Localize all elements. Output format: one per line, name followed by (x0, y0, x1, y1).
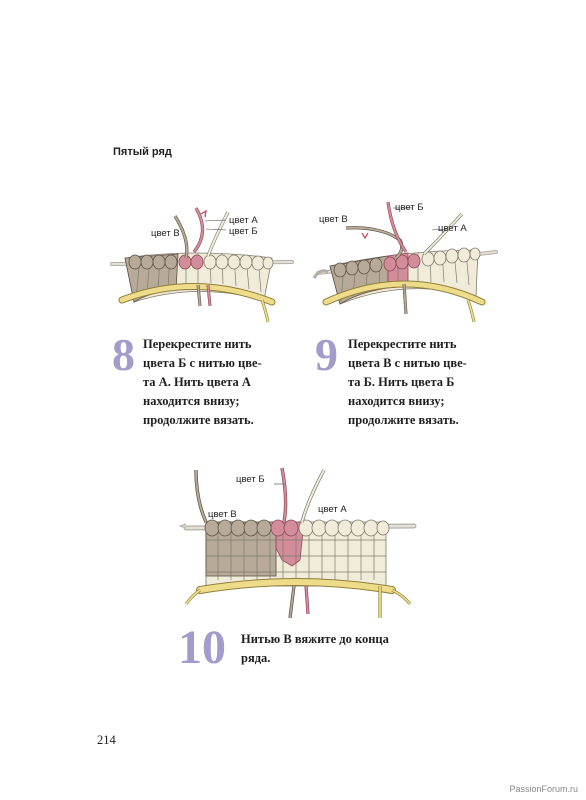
step-9-line: находится внизу; (348, 394, 445, 408)
step-9-line: та Б. Нить цвета Б (348, 375, 455, 389)
step-8-line: находится внизу; (143, 394, 240, 408)
page-number: 214 (97, 733, 116, 747)
section-title: Пятый ряд (113, 146, 172, 158)
label-color-b-8: цвет Б (229, 226, 258, 237)
step-number-9: 9 (315, 329, 338, 380)
label-color-a-9: цвет А (438, 223, 467, 234)
step-10-line: ряда. (241, 651, 271, 665)
step-8-line: Перекрестите нить (143, 337, 252, 351)
label-color-v-9: цвет В (319, 214, 348, 225)
step-9-line: Перекрестите нить (348, 337, 457, 351)
step-text-8: Перекрестите нить цвета Б с нитью цве- т… (143, 335, 262, 430)
step-number-8: 8 (112, 329, 135, 380)
step-10-line: Нитью В вяжите до конца (241, 632, 389, 646)
step-text-9: Перекрестите нить цвета В с нитью цве- т… (348, 335, 467, 430)
step-8-line: та А. Нить цвета А (143, 375, 251, 389)
step-9-line: продолжите вязать. (348, 413, 459, 427)
label-color-a-10: цвет А (318, 504, 347, 515)
step-text-10: Нитью В вяжите до конца ряда. (241, 630, 389, 668)
label-color-v-10: цвет В (208, 509, 237, 520)
step-8-line: цвета Б с нитью цве- (143, 356, 262, 370)
watermark: PassionForum.ru (509, 784, 578, 794)
step-8-line: продолжите вязать. (143, 413, 254, 427)
label-color-v-8: цвет В (151, 228, 180, 239)
label-color-b-9: цвет Б (395, 202, 424, 213)
step-number-10: 10 (178, 621, 226, 674)
label-color-b-10: цвет Б (236, 474, 265, 485)
step-9-line: цвета В с нитью цве- (348, 356, 467, 370)
label-color-a-8: цвет А (229, 215, 258, 226)
